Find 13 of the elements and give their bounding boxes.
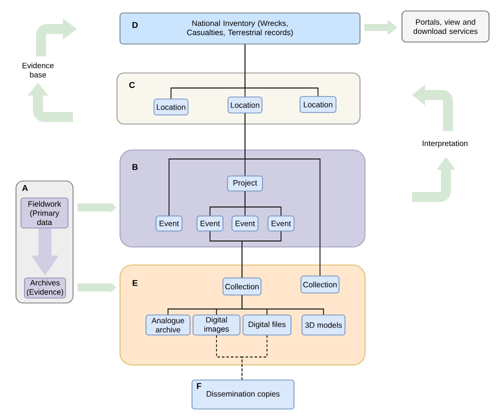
connector-line: [242, 294, 324, 316]
connector-line: [244, 44, 318, 97]
connector-line: [244, 190, 282, 216]
section-letter: C: [129, 82, 135, 88]
connector-line: [242, 230, 282, 278]
dashed-connector: [216, 334, 242, 380]
connector-line: [244, 112, 320, 276]
section-letter: E: [132, 280, 138, 286]
section-letter: D: [132, 22, 138, 28]
dashed-connector: [242, 334, 268, 380]
section-letter: F: [196, 383, 202, 389]
section-letter: A: [22, 185, 28, 191]
section-letter: B: [132, 164, 138, 170]
